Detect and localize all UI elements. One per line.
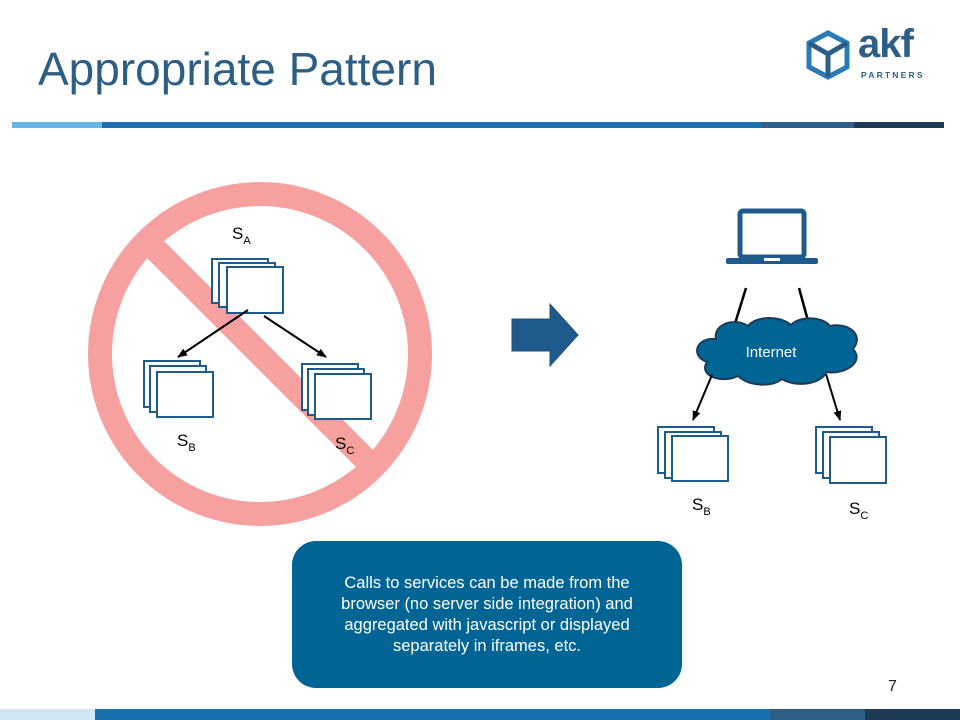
label-service-a-left: SA <box>232 224 251 247</box>
call-arrow-a-to-b <box>177 309 249 358</box>
internet-label: Internet <box>746 344 798 361</box>
cube-icon <box>806 30 850 80</box>
service-b-stack-right <box>657 426 729 482</box>
header-divider <box>12 122 944 128</box>
logo-subtitle: PARTNERS <box>861 70 925 80</box>
laptop-icon <box>726 208 818 264</box>
footer-divider <box>0 709 960 720</box>
label-service-c-right: SC <box>849 499 868 522</box>
label-service-c-left: SC <box>335 434 354 457</box>
service-b-stack-left <box>143 360 214 418</box>
service-c-stack-right <box>815 426 887 484</box>
logo-word: akf <box>858 22 914 66</box>
call-arrow-a-to-c <box>263 315 327 358</box>
internet-to-service-b <box>692 374 713 421</box>
slide-title: Appropriate Pattern <box>38 43 437 95</box>
callout-text: Calls to services can be made from the b… <box>341 573 633 655</box>
callout-box: Calls to services can be made from the b… <box>292 541 682 688</box>
page-number: 7 <box>888 678 897 695</box>
internet-cloud-icon: Internet <box>696 317 858 386</box>
label-service-b-right: SB <box>692 495 711 518</box>
prohibited-symbol <box>88 182 432 526</box>
service-a-stack <box>211 258 284 314</box>
service-c-stack-left <box>301 363 372 420</box>
akf-logo: akf PARTNERS <box>806 24 936 82</box>
transition-arrow <box>511 302 579 368</box>
internet-to-service-c <box>825 373 842 421</box>
label-service-b-left: SB <box>177 431 196 454</box>
